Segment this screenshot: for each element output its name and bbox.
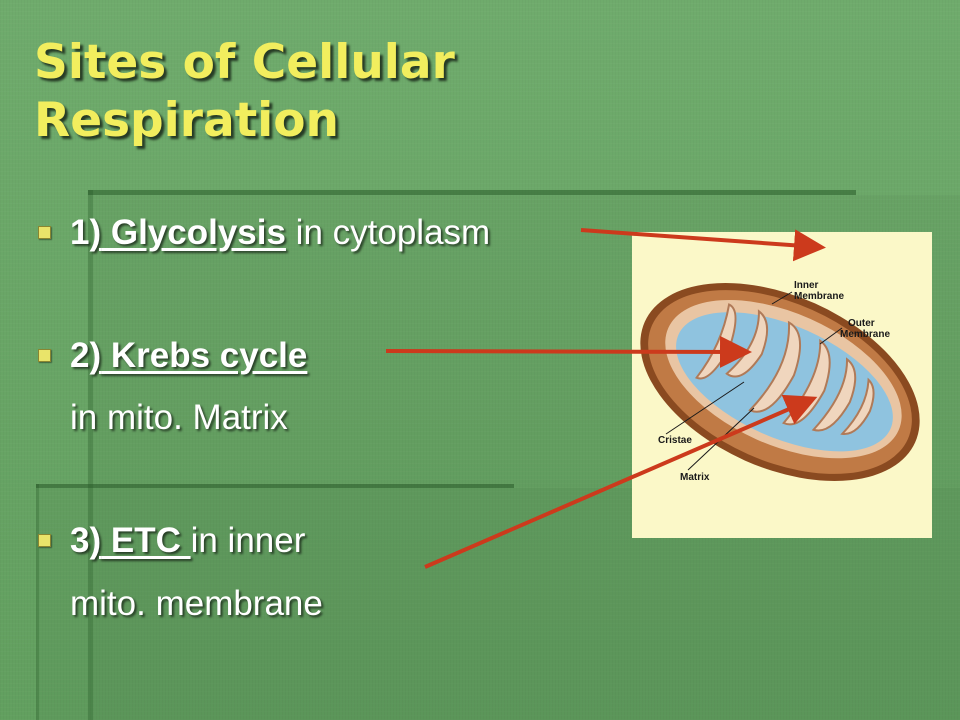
bullet-rest: in inner bbox=[190, 521, 306, 560]
bullet-square-icon bbox=[38, 349, 51, 362]
label-matrix: Matrix bbox=[680, 472, 710, 483]
title-line-2: Respiration bbox=[34, 93, 340, 148]
bullet-paren: ) bbox=[89, 336, 102, 375]
bullet-number: 1 bbox=[70, 213, 90, 252]
label-inner-2: Membrane bbox=[794, 291, 844, 302]
bullet-paren: ) bbox=[89, 213, 102, 252]
bullet-term: Krebs cycle bbox=[101, 336, 308, 375]
bullet-term: ETC bbox=[101, 521, 191, 560]
decor-line-left-lower bbox=[36, 484, 39, 720]
cristae-folds bbox=[694, 303, 875, 435]
decor-line-left bbox=[88, 190, 93, 720]
slide-title: Sites of Cellular Respiration bbox=[34, 34, 455, 150]
bullet-rest: in cytoplasm bbox=[285, 213, 491, 252]
bullet-square-icon bbox=[38, 226, 51, 239]
bullet-text-2: 2) Krebs cycle bbox=[70, 336, 307, 376]
bullet-term: Glycolysis bbox=[101, 213, 286, 252]
bullet-continuation-2: in mito. Matrix bbox=[70, 398, 288, 437]
arrow-krebs bbox=[385, 335, 752, 368]
title-line-1: Sites of Cellular bbox=[34, 35, 455, 90]
bullet-continuation-3: mito. membrane bbox=[70, 584, 323, 623]
decor-line-middle bbox=[36, 484, 514, 488]
decor-line-top bbox=[88, 190, 856, 195]
bullet-square-icon bbox=[38, 534, 51, 547]
bullet-text-3: 3) ETC in inner bbox=[70, 521, 305, 561]
bullet-number: 3 bbox=[70, 521, 90, 560]
label-outer-2: Membrane bbox=[840, 329, 890, 340]
label-inner-1: Inner bbox=[794, 280, 819, 291]
label-cristae: Cristae bbox=[658, 435, 692, 446]
bullet-text-1: 1) Glycolysis in cytoplasm bbox=[70, 213, 490, 253]
arrow-glycolysis bbox=[580, 228, 826, 262]
mitochondrion-diagram: Inner Membrane Outer Membrane Cristae Ma… bbox=[632, 232, 932, 538]
label-outer-1: Outer bbox=[848, 318, 875, 329]
bullet-paren: ) bbox=[89, 521, 102, 560]
bullet-number: 2 bbox=[70, 336, 90, 375]
mitochondrion-illustration: Inner Membrane Outer Membrane Cristae Ma… bbox=[640, 280, 920, 483]
arrow-etc bbox=[424, 394, 818, 569]
